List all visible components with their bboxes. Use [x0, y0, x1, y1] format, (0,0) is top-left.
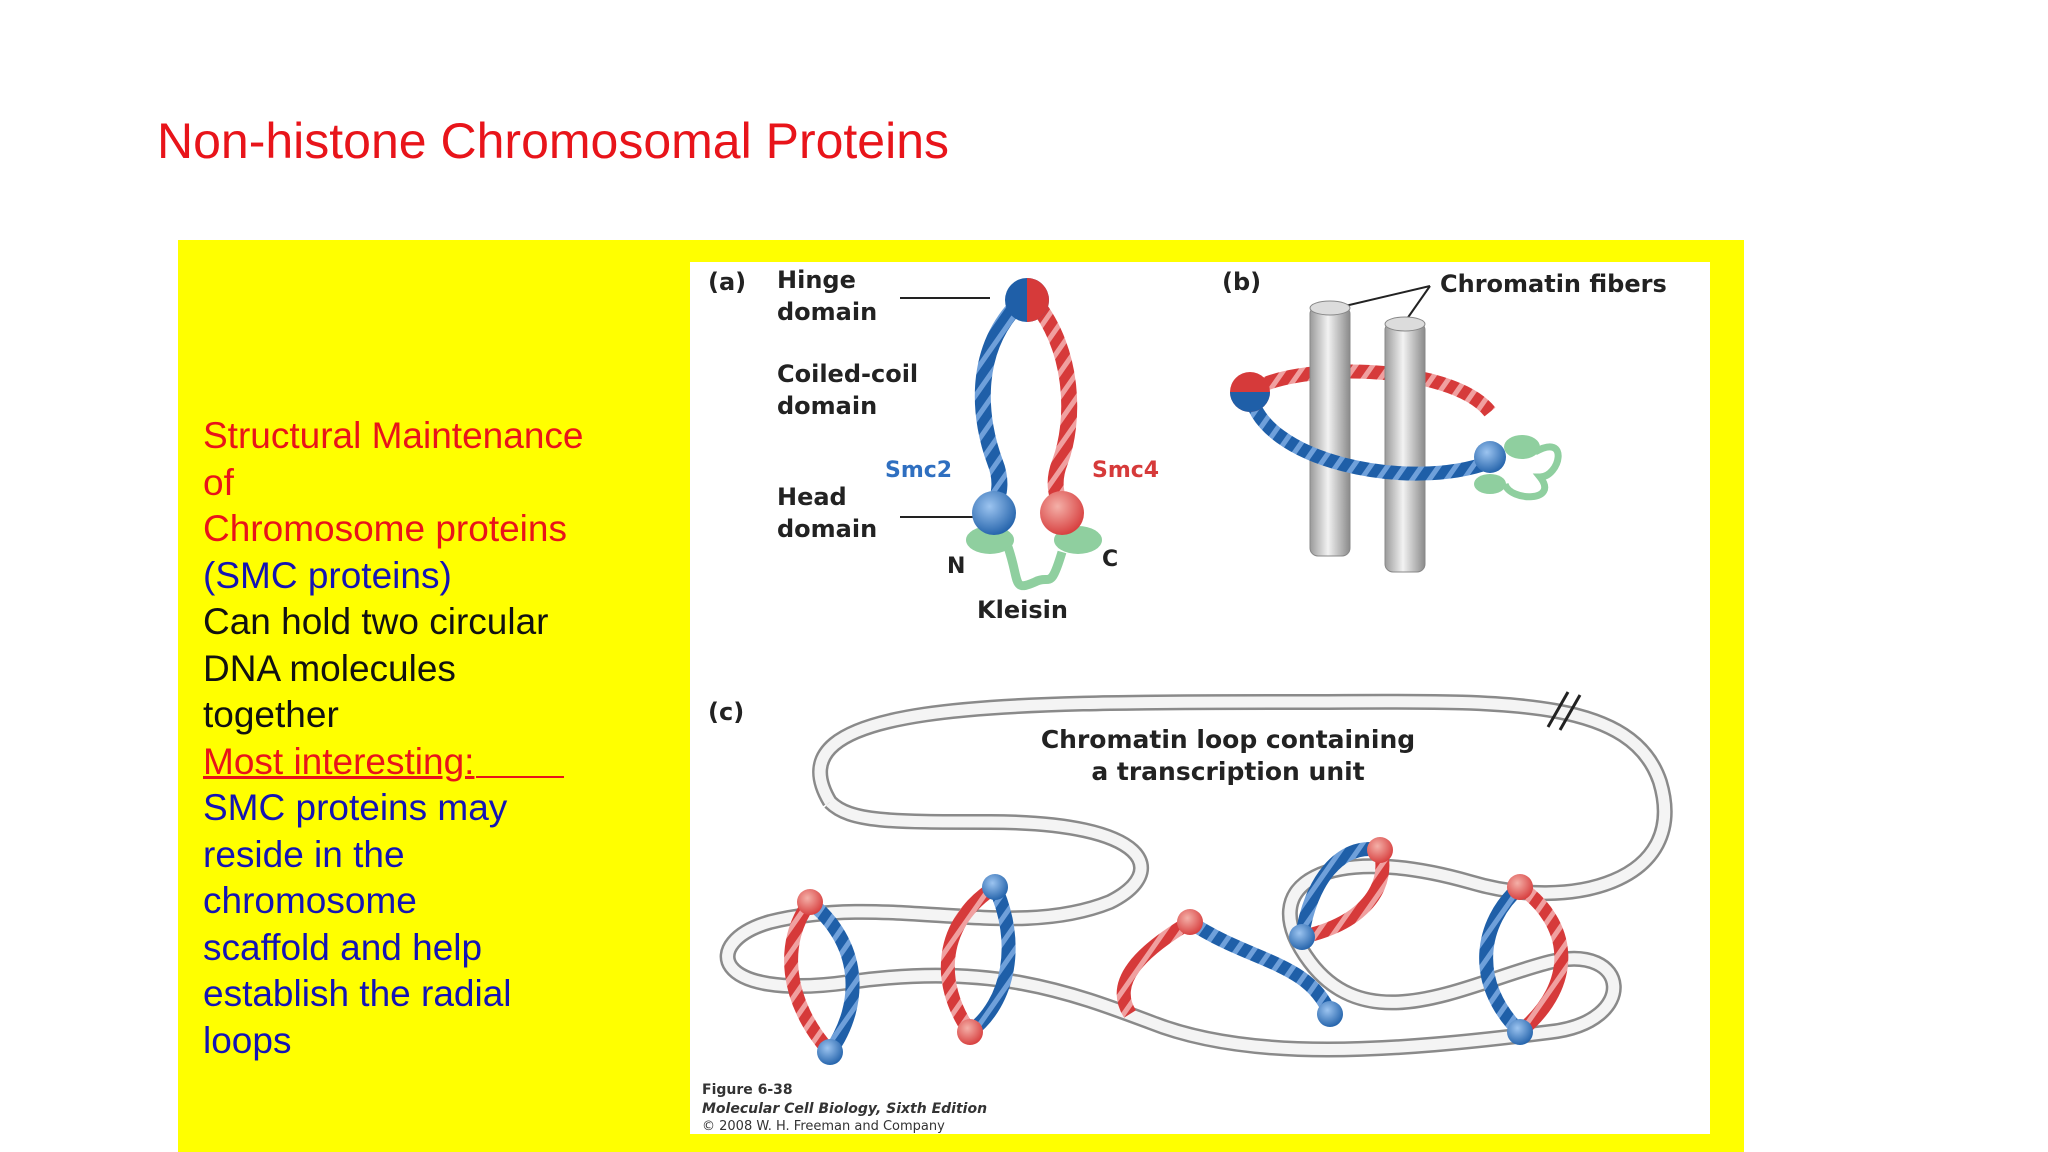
text-line-11: chromosome: [203, 880, 417, 921]
text-line-8: Most interesting:: [203, 739, 623, 786]
chromatin-fiber-2-top: [1384, 316, 1426, 332]
smc-description: Structural Maintenance of Chromosome pro…: [203, 413, 623, 1064]
text-line-1: Structural Maintenance: [203, 415, 584, 456]
text-line-14: loops: [203, 1019, 292, 1061]
coil-label-1: Coiled-coil: [777, 360, 918, 388]
smc-figure-svg: (a) Hinge domain Coiled-coil domain Head…: [702, 266, 1673, 1134]
smc-figure: (a) Hinge domain Coiled-coil domain Head…: [690, 262, 1710, 1134]
chromatin-loop-label-2: a transcription unit: [1091, 757, 1364, 786]
caption-copyright: © 2008 W. H. Freeman and Company: [702, 1119, 945, 1134]
ring-head-b: [1474, 441, 1506, 473]
panel-a: (a) Hinge domain Coiled-coil domain Head…: [708, 266, 1159, 624]
smc-ring-front: [1243, 390, 1493, 481]
panel-b-letter: (b): [1222, 268, 1261, 296]
slide-title: Non-histone Chromosomal Proteins: [157, 113, 950, 169]
panel-b: (b) Chromatin fibers: [1222, 268, 1667, 573]
coil-label-2: domain: [777, 392, 877, 420]
chromatin-fiber-1-top: [1309, 300, 1351, 316]
ring-kleisin-b2: [1474, 474, 1506, 494]
smc2-label: Smc2: [885, 458, 952, 483]
smc-ring-c1: [784, 889, 860, 1065]
smc2-coiled-coil: [974, 294, 1028, 520]
hinge-label-2: domain: [777, 298, 877, 326]
smc-ring-c5: [1479, 874, 1569, 1045]
head-label-2: domain: [777, 515, 877, 543]
ring-kleisin-linker-b: [1501, 443, 1562, 501]
chromatin-fiber-2: [1384, 321, 1426, 573]
kleisin-linker: [1003, 545, 1067, 591]
text-line-3: Chromosome proteins: [203, 508, 567, 549]
ring-kleisin-b: [1504, 435, 1540, 459]
smc-ring-c3: [1116, 909, 1343, 1027]
text-line-13: establish the radial: [203, 973, 512, 1014]
smc-ring-back: [1245, 364, 1496, 417]
chromatin-fibers-label: Chromatin fibers: [1440, 270, 1667, 298]
caption-book-title: Molecular Cell Biology, Sixth Edition: [702, 1101, 987, 1117]
smc-ring-c2: [940, 874, 1016, 1045]
text-line-2: of: [203, 461, 234, 503]
text-line-12: scaffold and help: [203, 926, 483, 968]
smc4-coiled-coil: [1027, 294, 1078, 520]
text-line-10: reside in the: [203, 833, 405, 875]
n-terminus-label: N: [947, 554, 965, 579]
break-mark-1: [1546, 691, 1570, 728]
hinge-domain-red: [1027, 278, 1049, 322]
break-mark-2: [1558, 694, 1582, 731]
panel-a-letter: (a): [708, 268, 746, 296]
head-label-1: Head: [777, 483, 847, 511]
chromatin-loop-label-1: Chromatin loop containing: [1041, 725, 1415, 754]
text-line-4: (SMC proteins): [203, 554, 452, 596]
panel-c-letter: (c): [708, 698, 744, 726]
ring-hinge-b-half: [1230, 392, 1270, 412]
text-line-7: together: [203, 694, 339, 735]
chromatin-fiber-1: [1309, 305, 1351, 557]
figure-caption: Figure 6-38 Molecular Cell Biology, Sixt…: [702, 1082, 987, 1134]
caption-figure-number: Figure 6-38: [702, 1082, 793, 1098]
smc4-head: [1040, 491, 1084, 535]
c-terminus-label: C: [1102, 547, 1118, 572]
text-line-5: Can hold two circular: [203, 601, 549, 642]
kleisin-label: Kleisin: [977, 596, 1068, 624]
smc2-head: [972, 491, 1016, 535]
underline-rule: [476, 775, 565, 778]
panel-c: (c) Chromatin loop containing a transcri…: [708, 691, 1673, 1065]
smc4-label: Smc4: [1092, 458, 1159, 483]
smc-ring-c4: [1289, 837, 1393, 950]
text-line-6: DNA molecules: [203, 647, 456, 689]
most-interesting-text: Most interesting:: [203, 740, 475, 782]
text-line-9: SMC proteins may: [203, 787, 508, 828]
hinge-label-1: Hinge: [777, 266, 856, 294]
